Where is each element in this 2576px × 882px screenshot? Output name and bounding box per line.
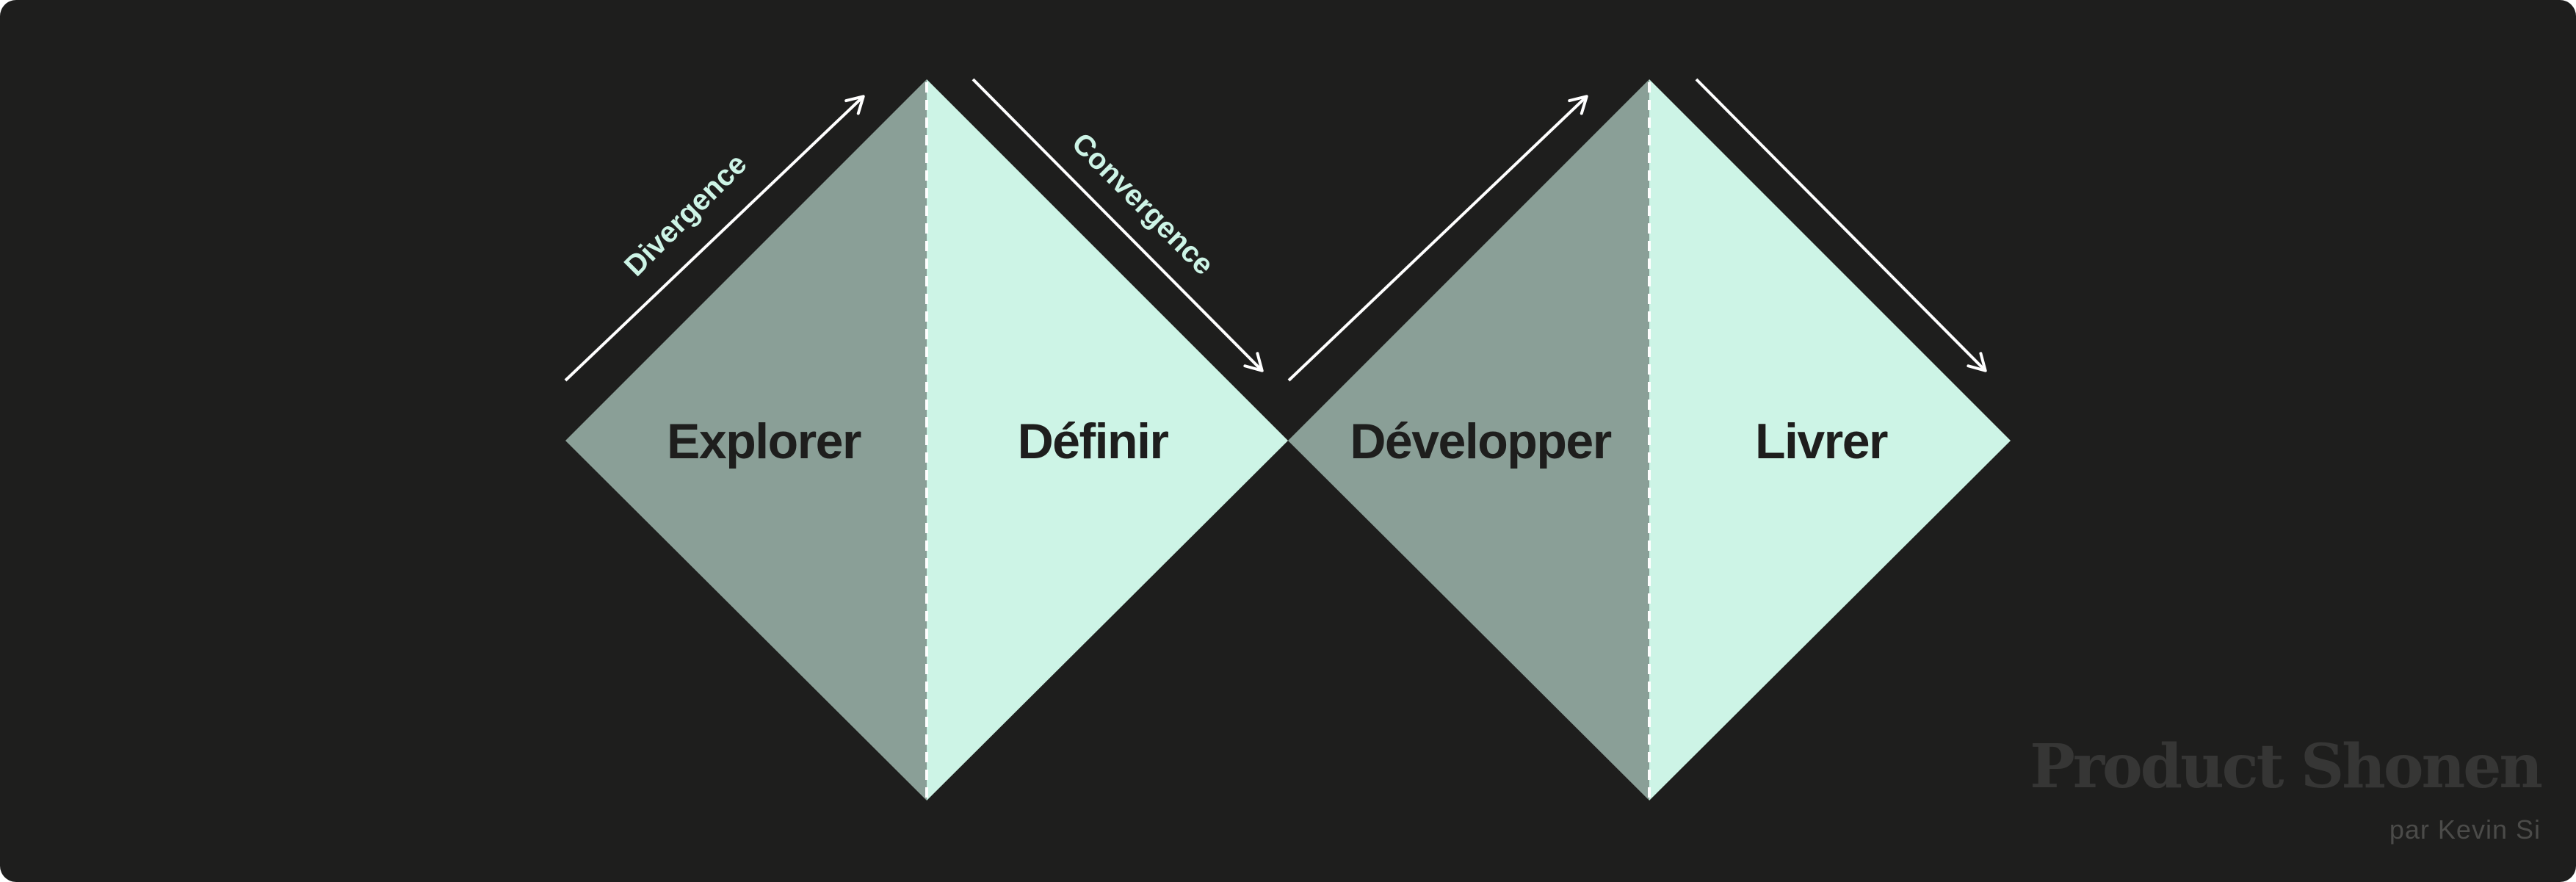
definir-area — [927, 79, 1288, 800]
phase-label-developper: Développer — [1350, 413, 1611, 469]
livrer-area — [1649, 79, 2011, 800]
brand-logo-text: Product Shonen — [2030, 731, 2543, 802]
convergence-arrow-1 — [972, 78, 1264, 372]
divergence-arrow-2 — [1287, 95, 1588, 382]
diamond-develop-deliver: Développer Livrer — [1288, 79, 2011, 800]
brand-subtitle: par Kevin Si — [2389, 814, 2541, 845]
diamond-discover-define: Explorer Définir — [565, 79, 1288, 800]
explorer-area — [565, 79, 927, 800]
phase-label-livrer: Livrer — [1755, 413, 1888, 469]
divergence-arrow-1 — [564, 95, 865, 382]
phase-label-explorer: Explorer — [667, 413, 861, 469]
phase-label-definir: Définir — [1018, 413, 1169, 469]
divergence-label: Divergence — [618, 148, 753, 283]
brand-block: Product Shonen par Kevin Si — [2030, 731, 2543, 845]
developper-area — [1288, 79, 1649, 800]
convergence-arrow-2 — [1695, 78, 1987, 372]
